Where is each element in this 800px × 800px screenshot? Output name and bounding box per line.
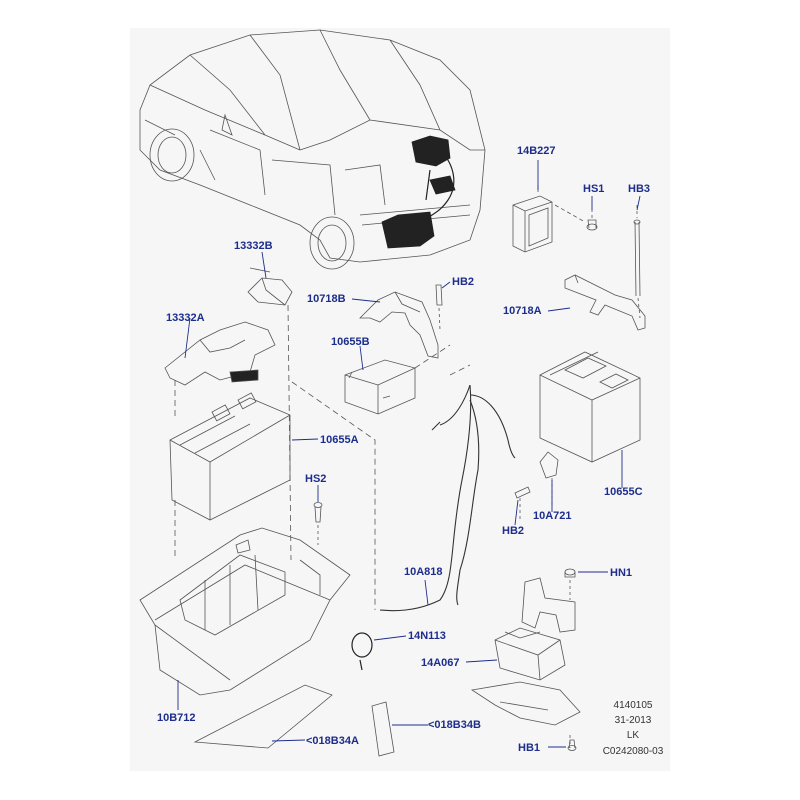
tray-10B712 — [139, 527, 351, 696]
label-10A818: 10A818 — [404, 566, 443, 578]
label-018B34B: <018B34B — [428, 719, 481, 731]
label-HB1: HB1 — [518, 742, 541, 754]
dashed-guide — [291, 344, 471, 610]
label-HB2-top: HB2 — [452, 276, 475, 288]
battery-10655A — [169, 392, 291, 560]
label-10B712: 10B712 — [157, 712, 196, 724]
bracket-lower — [470, 681, 581, 748]
label-HB2-mid: HB2 — [502, 525, 525, 537]
leader-lines — [177, 160, 641, 748]
label-13332B: 13332B — [234, 240, 273, 252]
label-018B34A: <018B34A — [306, 735, 359, 747]
label-10A721: 10A721 — [533, 510, 572, 522]
screw-HS2 — [313, 502, 323, 545]
label-HS1: HS1 — [583, 183, 605, 195]
bracket-14A067 — [521, 577, 576, 633]
label-HS2: HS2 — [305, 473, 327, 485]
label-HB3: HB3 — [628, 183, 651, 195]
pad-018B34B — [371, 701, 395, 757]
nut-HN1 — [564, 568, 576, 600]
label-10655C: 10655C — [604, 486, 643, 498]
bolt-HB2-mid — [514, 486, 531, 520]
mat-018B34A — [193, 684, 333, 749]
info-drawing-id: C0242080-03 — [602, 746, 664, 757]
label-HN1: HN1 — [610, 567, 633, 579]
info-code: 4140105 — [613, 700, 653, 711]
battery-10655C — [539, 351, 641, 463]
bracket-10718A — [564, 274, 646, 331]
cover-13332B — [247, 267, 293, 561]
module-10655B — [344, 359, 416, 415]
harness-10A818 — [379, 384, 516, 612]
info-date: 31-2013 — [614, 715, 652, 726]
label-10718B: 10718B — [307, 293, 346, 305]
info-market: LK — [626, 730, 640, 741]
vehicle-components — [381, 135, 456, 249]
diagram-panel — [130, 28, 670, 771]
label-10718A: 10718A — [503, 305, 542, 317]
screw-HS1 — [554, 204, 598, 231]
label-10655B: 10655B — [331, 336, 370, 348]
label-14B227: 14B227 — [517, 145, 556, 157]
bolt-HB1 — [567, 739, 577, 751]
module-14A067 — [494, 627, 566, 681]
module-14B227 — [512, 185, 553, 253]
clamp-14N113 — [351, 632, 373, 671]
bolt-HB3 — [633, 205, 641, 319]
bolt-HB2-top — [435, 284, 443, 331]
label-14N113: 14N113 — [408, 630, 446, 642]
label-10655A: 10655A — [320, 434, 359, 446]
bracket-10718B — [359, 291, 439, 359]
cover-13332A — [164, 321, 276, 420]
label-13332A: 13332A — [166, 312, 205, 324]
label-14A067: 14A067 — [421, 657, 460, 669]
bracket-10A721 — [539, 451, 559, 505]
